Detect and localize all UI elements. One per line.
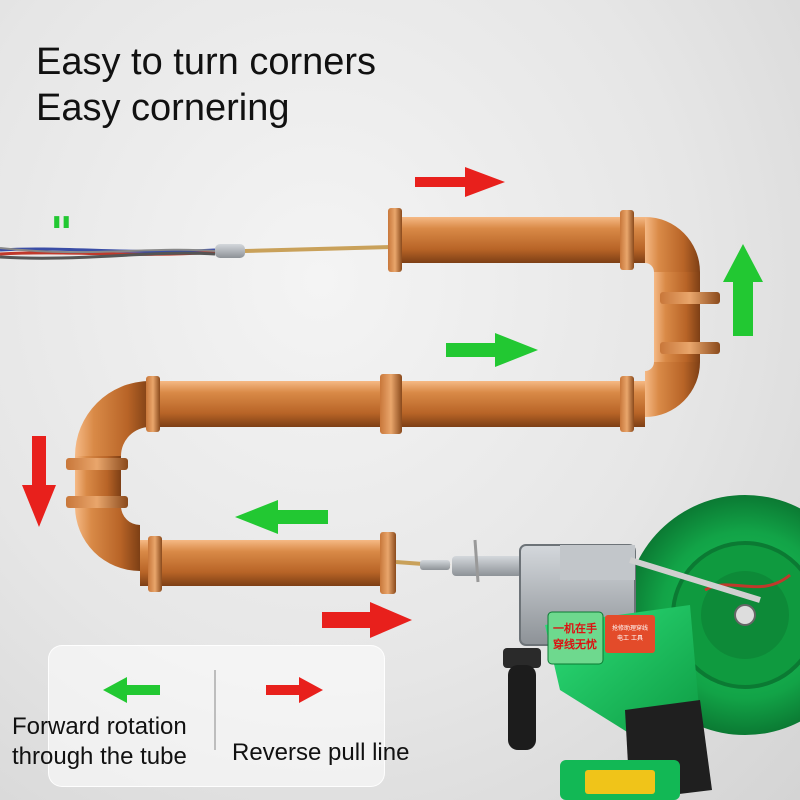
pipe-flange <box>620 376 634 432</box>
tape-connector <box>420 560 450 570</box>
wire-bundle <box>0 244 393 260</box>
tool-label-line-2: 穿线无忧 <box>553 637 597 651</box>
pipe-flange <box>148 536 162 592</box>
tool-side-label-line-2: 电工 工具 <box>617 634 643 642</box>
pipe-flange <box>66 458 128 470</box>
pipe-flange <box>660 292 720 304</box>
fish-tape <box>244 245 393 253</box>
legend-reverse: Reverse pull line <box>232 739 410 766</box>
pipe-flange <box>146 376 160 432</box>
side-handle <box>508 665 536 750</box>
pipe-flange <box>660 342 720 354</box>
power-tool <box>452 539 761 800</box>
red-arrow-icon <box>415 167 505 197</box>
tool-side-label-line-1: 抢修助理穿线 <box>612 624 648 632</box>
pipe-flange <box>66 496 128 508</box>
copper-pipe <box>66 208 720 594</box>
quote-mark-icon: " <box>50 208 73 259</box>
headline-line-2: Easy cornering <box>36 87 290 129</box>
green-arrow-icon <box>723 244 763 336</box>
wire-clamp <box>215 244 245 258</box>
green-arrow-icon <box>103 677 160 703</box>
pipe-flange <box>620 210 634 270</box>
green-arrow-icon <box>235 500 328 534</box>
green-arrow-icon <box>446 333 538 367</box>
red-arrow-icon <box>322 602 412 638</box>
headline-line-1: Easy to turn corners <box>36 41 377 83</box>
red-arrow-icon <box>266 677 323 703</box>
tool-label-line-1: 一机在手 <box>553 621 597 635</box>
legend-forward-line-2: through the tube <box>12 743 187 770</box>
legend-panel <box>48 645 385 787</box>
tool-label-panel <box>547 611 604 665</box>
pipe-flange <box>380 374 402 434</box>
tool-side-label <box>605 615 655 653</box>
pipe-flange <box>380 532 396 594</box>
legend-divider <box>214 670 216 750</box>
legend-forward-line-1: Forward rotation <box>12 713 187 740</box>
red-arrow-icon <box>22 436 56 527</box>
pipe-flange <box>388 208 402 272</box>
